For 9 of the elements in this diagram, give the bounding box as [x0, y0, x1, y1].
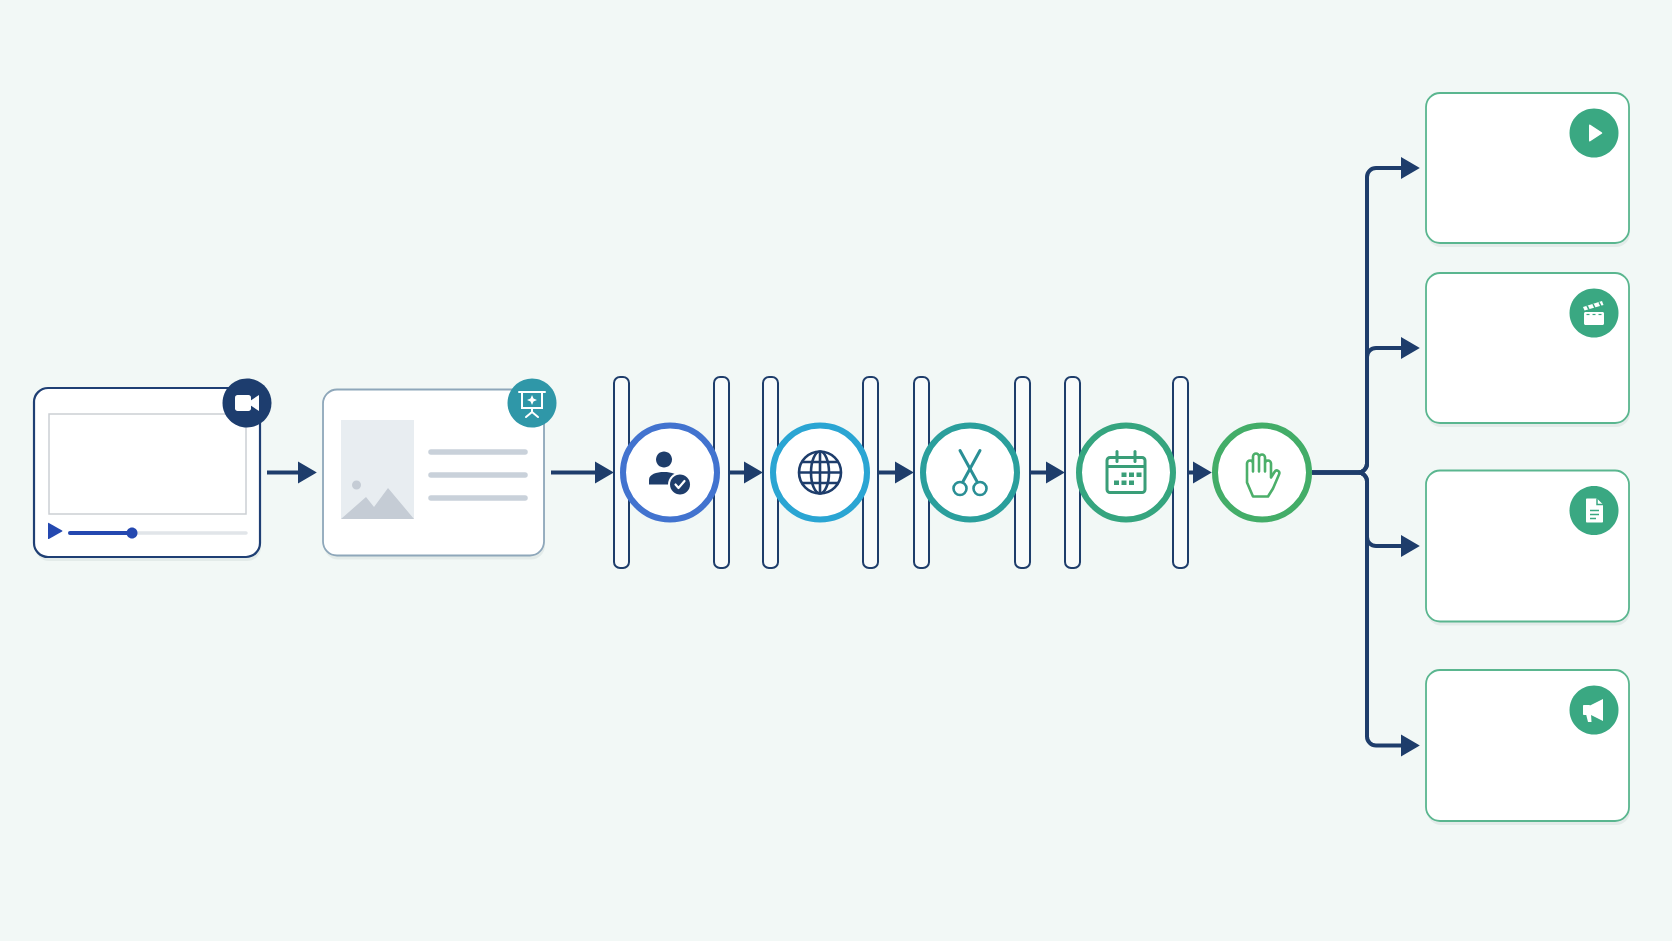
- card: [1425, 92, 1630, 247]
- card: [1425, 669, 1630, 825]
- bracketed-circle: [913, 376, 1031, 569]
- bracketed-circle: [1064, 376, 1189, 569]
- card: [1425, 272, 1630, 427]
- step-circle: [1212, 422, 1312, 523]
- bracketed-circle: [762, 376, 879, 569]
- card: [1425, 469, 1630, 626]
- bracketed-circle: [613, 376, 730, 569]
